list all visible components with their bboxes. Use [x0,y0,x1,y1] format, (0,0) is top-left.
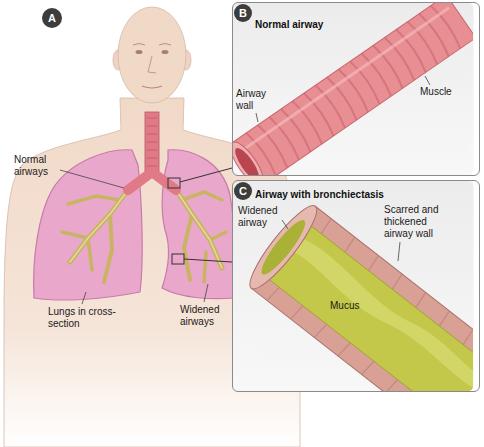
trachea [145,112,159,174]
part-label: Widened airway [238,205,284,229]
panel-letter: C [234,182,252,200]
part-label: Mucus [330,300,370,312]
zoom-callouts [168,168,232,264]
panel-letter-text: A [48,12,56,24]
part-label: Widened airways [180,304,228,328]
panel-letter-text: C [239,185,247,197]
part-label: Scarred and thickened airway wall [384,204,444,240]
panel-letter: A [42,8,62,28]
widened-airway-drawing [242,199,473,391]
panel-letter-text: B [239,7,247,19]
part-label: Airway wall [236,88,274,112]
panel-letter: B [234,4,252,22]
part-label: Muscle [420,86,470,98]
lungs [34,112,236,300]
airway-tree [62,190,226,282]
panel-heading: Normal airway [255,19,479,31]
part-label: Lungs in cross-section [48,306,116,330]
part-label: Normal airways [14,154,60,178]
panel-heading: Airway with bronchiectasis [255,189,479,201]
